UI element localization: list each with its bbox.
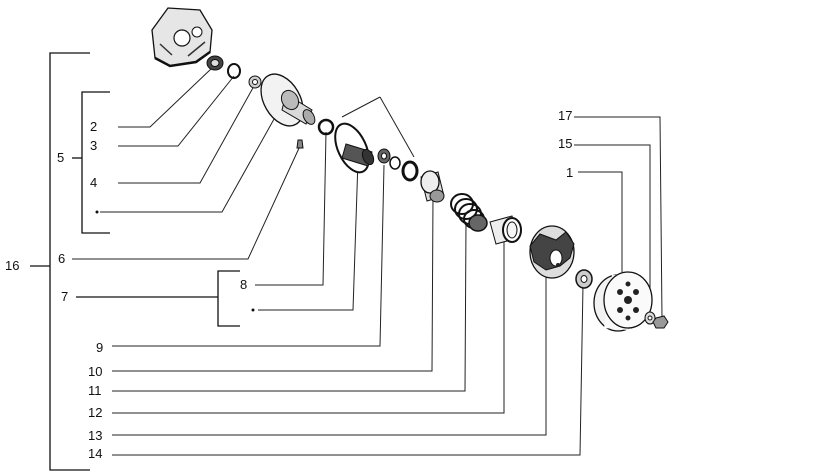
part-15-washer bbox=[644, 311, 656, 325]
part-4-washer bbox=[248, 75, 262, 89]
leader-lines bbox=[72, 67, 663, 456]
part-14-washer bbox=[575, 269, 593, 289]
label-4: 4 bbox=[90, 175, 97, 190]
label-12: 12 bbox=[88, 405, 102, 420]
bracket-5-dot bbox=[95, 210, 99, 214]
part-1-clutch-bell bbox=[593, 271, 653, 332]
part-13-clutch bbox=[529, 225, 575, 279]
bracket-5 bbox=[72, 91, 110, 234]
movable-pulley-half bbox=[334, 122, 375, 174]
label-13: 13 bbox=[88, 428, 102, 443]
engine-casing-part bbox=[151, 7, 213, 68]
label-1: 1 bbox=[566, 165, 573, 180]
bracket-7-dot bbox=[251, 308, 255, 312]
label-3: 3 bbox=[90, 138, 97, 153]
label-9: 9 bbox=[96, 340, 103, 355]
part-17-nut bbox=[652, 315, 669, 329]
label-16: 16 bbox=[5, 258, 19, 273]
fixed-pulley-half bbox=[260, 73, 316, 127]
part-12-cup bbox=[489, 215, 522, 245]
label-11: 11 bbox=[88, 383, 102, 398]
part-3-circlip bbox=[227, 63, 241, 79]
part-9-seal bbox=[377, 148, 391, 164]
label-7: 7 bbox=[61, 289, 68, 304]
label-5: 5 bbox=[57, 150, 64, 165]
label-10: 10 bbox=[88, 364, 102, 379]
label-2: 2 bbox=[90, 119, 97, 134]
part-2-bearing bbox=[206, 55, 224, 71]
label-15: 15 bbox=[558, 136, 572, 151]
part-10-collar bbox=[420, 170, 445, 203]
part-6-pin bbox=[296, 139, 304, 149]
part-8-o-ring bbox=[317, 118, 335, 136]
part-11-spring bbox=[450, 193, 488, 232]
label-8: 8 bbox=[240, 277, 247, 292]
label-14: 14 bbox=[88, 446, 102, 461]
label-6: 6 bbox=[58, 251, 65, 266]
part-9-washer bbox=[389, 156, 401, 170]
part-seal-ring bbox=[401, 160, 419, 182]
bracket-7 bbox=[76, 270, 240, 327]
label-17: 17 bbox=[558, 108, 572, 123]
bracket-16 bbox=[30, 52, 90, 471]
